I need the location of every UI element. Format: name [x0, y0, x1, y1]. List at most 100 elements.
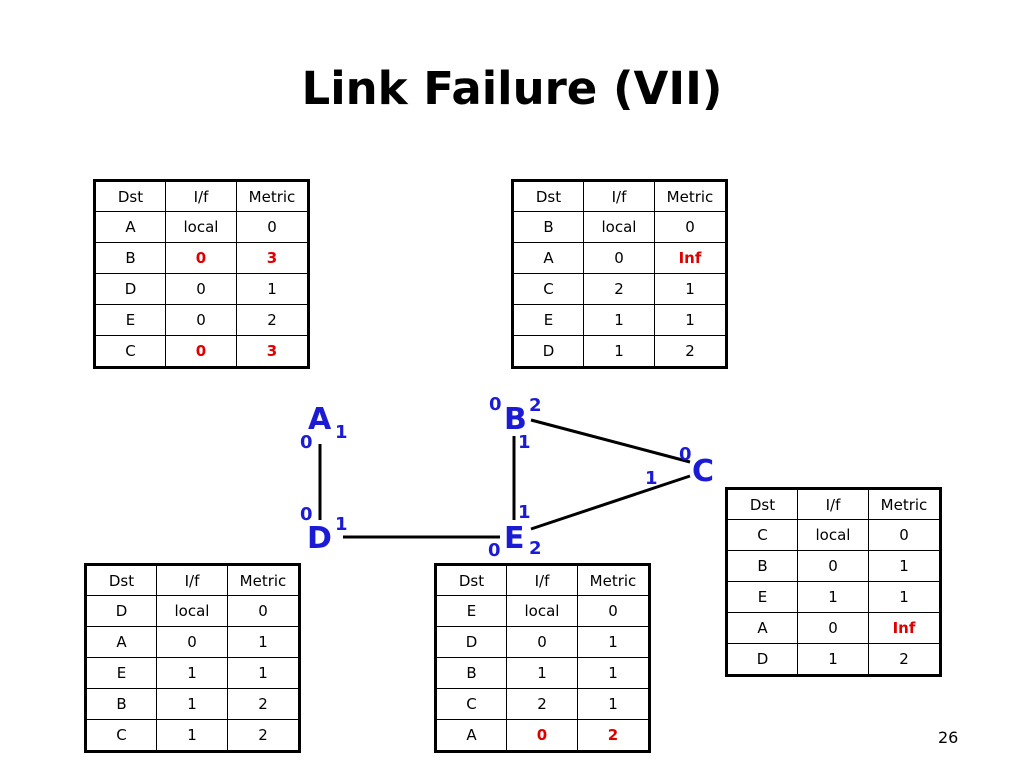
cell-iface: 0	[165, 304, 237, 336]
port-a-0: 0	[300, 432, 313, 453]
cell-iface: 1	[506, 657, 578, 689]
cell-iface: 1	[583, 335, 655, 368]
port-c-1: 1	[645, 468, 658, 489]
cell-metric: 2	[654, 335, 727, 368]
column-header: Metric	[654, 180, 727, 212]
cell-metric: 2	[227, 719, 300, 752]
cell-iface: 2	[583, 273, 655, 305]
cell-dst: D	[94, 273, 166, 305]
column-header: Dst	[435, 564, 507, 596]
cell-dst: D	[512, 335, 584, 368]
column-header: Metric	[577, 564, 650, 596]
port-b-1: 1	[518, 432, 531, 453]
cell-metric: 1	[577, 688, 650, 720]
cell-metric: 1	[227, 657, 300, 689]
cell-metric: 0	[654, 211, 727, 243]
column-header: Dst	[512, 180, 584, 212]
port-d-1: 1	[335, 514, 348, 535]
page-number: 26	[938, 728, 959, 747]
cell-metric: 2	[236, 304, 309, 336]
cell-metric: 1	[654, 273, 727, 305]
node-d: D	[307, 521, 332, 556]
cell-metric: 1	[868, 581, 941, 613]
cell-iface: 0	[506, 719, 578, 752]
cell-dst: B	[726, 550, 798, 582]
cell-metric: 1	[868, 550, 941, 582]
cell-dst: C	[435, 688, 507, 720]
link-b-c	[530, 418, 691, 464]
cell-dst: B	[94, 242, 166, 274]
column-header: I/f	[797, 488, 869, 520]
cell-metric: 1	[577, 657, 650, 689]
cell-metric: 2	[227, 688, 300, 720]
cell-metric: 1	[227, 626, 300, 658]
cell-dst: D	[85, 595, 157, 627]
cell-dst: E	[726, 581, 798, 613]
cell-iface: 0	[583, 242, 655, 274]
link-e-c	[530, 474, 691, 531]
port-c-0: 0	[679, 444, 692, 465]
port-d-0: 0	[300, 504, 313, 525]
cell-metric: 1	[654, 304, 727, 336]
column-header: Dst	[726, 488, 798, 520]
port-b-0: 0	[489, 394, 502, 415]
cell-metric: 0	[868, 519, 941, 551]
cell-metric: 2	[577, 719, 650, 752]
cell-dst: C	[512, 273, 584, 305]
cell-iface: 1	[797, 643, 869, 676]
cell-iface: 0	[797, 550, 869, 582]
cell-dst: A	[85, 626, 157, 658]
cell-metric: 0	[236, 211, 309, 243]
cell-dst: E	[435, 595, 507, 627]
cell-dst: E	[94, 304, 166, 336]
port-a-1: 1	[335, 422, 348, 443]
cell-iface: 0	[506, 626, 578, 658]
slide-title: Link Failure (VII)	[301, 62, 723, 115]
column-header: Metric	[227, 564, 300, 596]
node-b: B	[504, 402, 527, 437]
cell-dst: A	[512, 242, 584, 274]
cell-iface: 0	[165, 242, 237, 274]
port-e-1: 1	[518, 502, 531, 523]
cell-dst: D	[726, 643, 798, 676]
cell-iface: local	[165, 211, 237, 243]
cell-dst: C	[726, 519, 798, 551]
cell-iface: local	[797, 519, 869, 551]
cell-iface: 1	[156, 657, 228, 689]
cell-dst: A	[726, 612, 798, 644]
cell-iface: 2	[506, 688, 578, 720]
cell-iface: 1	[156, 688, 228, 720]
cell-dst: A	[435, 719, 507, 752]
cell-dst: E	[512, 304, 584, 336]
column-header: I/f	[156, 564, 228, 596]
column-header: Metric	[868, 488, 941, 520]
cell-dst: E	[85, 657, 157, 689]
column-header: I/f	[583, 180, 655, 212]
